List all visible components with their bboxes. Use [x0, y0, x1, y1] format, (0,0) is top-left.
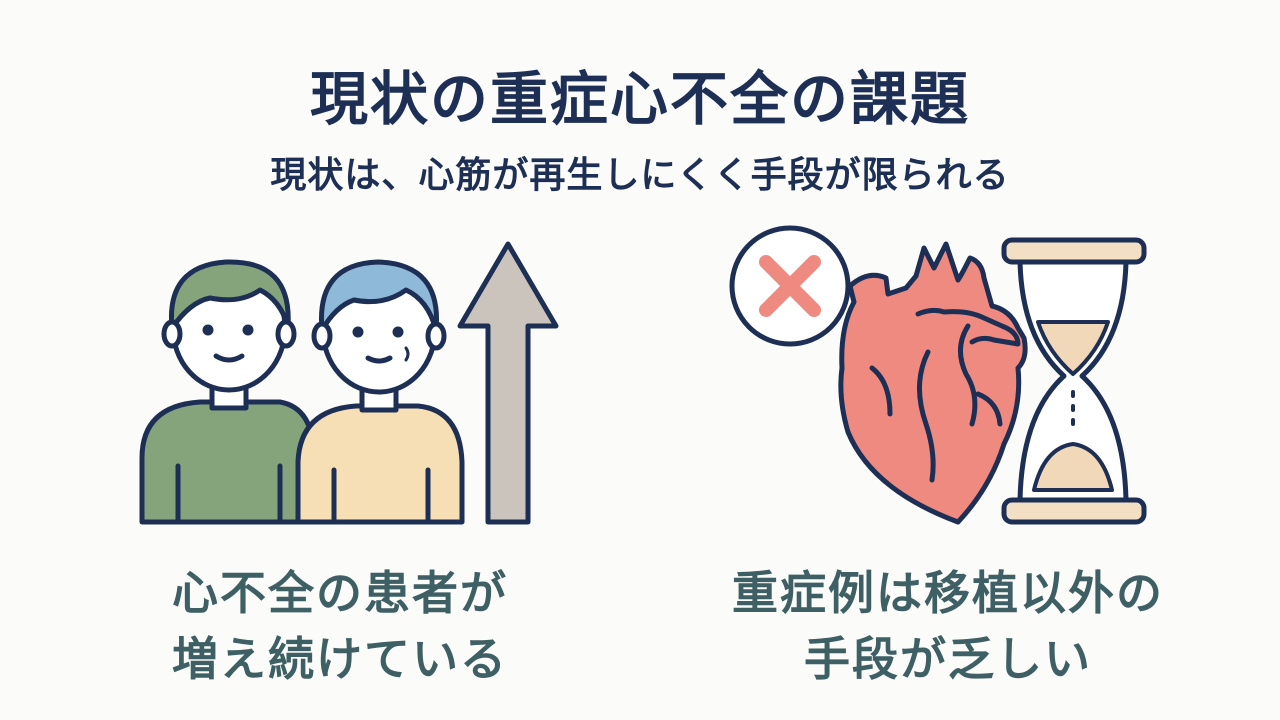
- hourglass-icon: [1001, 237, 1147, 525]
- caption-line: 手段が乏しい: [804, 632, 1092, 686]
- page-subtitle: 現状は、心筋が再生しにくく手段が限られる: [270, 155, 1010, 196]
- caption-line: 重症例は移植以外の: [732, 566, 1164, 620]
- caption-line: 心不全の患者が: [172, 566, 508, 620]
- limited-treatment-illustration: [729, 225, 1147, 525]
- patients-increasing-illustration: [139, 241, 559, 525]
- up-arrow-icon: [457, 241, 559, 525]
- caption-line: 増え続けている: [172, 632, 508, 686]
- x-mark-icon: [729, 225, 851, 347]
- patients-increasing-caption: 心不全の患者が 増え続けている: [60, 560, 620, 692]
- heart-icon: [838, 241, 1028, 525]
- page-title: 現状の重症心不全の課題: [309, 65, 970, 133]
- person2-shirt: [295, 403, 465, 525]
- person1-shirt: [139, 399, 317, 525]
- limited-options-caption: 重症例は移植以外の 手段が乏しい: [668, 560, 1228, 692]
